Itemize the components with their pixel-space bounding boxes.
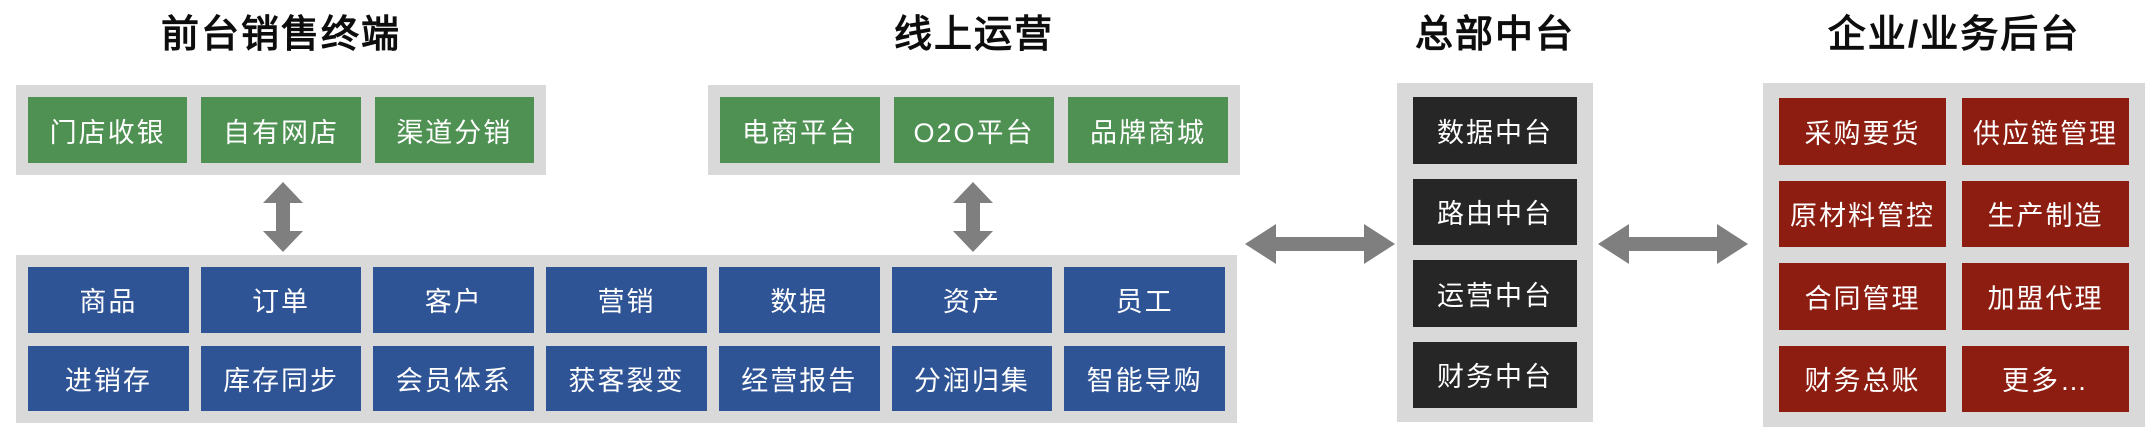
- node-purchasing: 采购要货: [1779, 98, 1946, 165]
- online-panel: 电商平台 O2O平台 品牌商城: [708, 85, 1240, 175]
- midplatform-panel: 数据中台 路由中台 运营中台 财务中台: [1397, 83, 1593, 422]
- node-store-cashier: 门店收银: [28, 97, 188, 163]
- node-manufacturing: 生产制造: [1962, 180, 2129, 247]
- node-stock-sync: 库存同步: [200, 345, 362, 411]
- node-orders: 订单: [200, 267, 362, 333]
- capabilities-panel: 商品 订单 客户 营销 数据 资产 员工 进销存 库存同步 会员体系 获客裂变 …: [16, 255, 1237, 423]
- node-supply-chain: 供应链管理: [1962, 98, 2129, 165]
- node-routing-midplatform: 路由中台: [1413, 178, 1577, 245]
- node-staff: 员工: [1064, 267, 1225, 333]
- node-assets: 资产: [891, 267, 1053, 333]
- node-channel-distribution: 渠道分销: [374, 97, 534, 163]
- double-arrow-icon-midplatform-backend: [1598, 222, 1748, 266]
- section-title-online: 线上运营: [893, 13, 1054, 56]
- node-o2o-platform: O2O平台: [894, 97, 1054, 163]
- node-ecommerce-platform: 电商平台: [720, 97, 880, 163]
- node-contract-management: 合同管理: [1779, 263, 1946, 330]
- node-brand-mall: 品牌商城: [1068, 97, 1228, 163]
- node-own-webshop: 自有网店: [201, 97, 361, 163]
- node-smart-shopping-guide: 智能导购: [1064, 345, 1225, 411]
- node-finance-midplatform: 财务中台: [1413, 341, 1577, 408]
- section-title-backend: 企业/业务后台: [1827, 13, 2081, 56]
- section-title-midplatform: 总部中台: [1414, 13, 1575, 56]
- node-inventory-psi: 进销存: [28, 345, 189, 411]
- frontend-panel: 门店收银 自有网店 渠道分销: [16, 85, 546, 175]
- node-data-midplatform: 数据中台: [1413, 97, 1577, 164]
- node-operations-midplatform: 运营中台: [1413, 260, 1577, 327]
- node-marketing: 营销: [546, 267, 707, 333]
- node-general-ledger: 财务总账: [1779, 345, 1946, 412]
- node-raw-material-control: 原材料管控: [1779, 180, 1946, 247]
- double-arrow-icon-frontend-capabilities: [261, 182, 305, 252]
- node-business-report: 经营报告: [718, 345, 880, 411]
- node-franchise-agency: 加盟代理: [1962, 263, 2129, 330]
- node-more: 更多…: [1962, 345, 2129, 412]
- section-title-frontend: 前台销售终端: [160, 13, 401, 56]
- node-membership-system: 会员体系: [373, 345, 535, 411]
- node-customers: 客户: [373, 267, 535, 333]
- node-profit-sharing: 分润归集: [891, 345, 1053, 411]
- node-customer-acquisition: 获客裂变: [546, 345, 707, 411]
- double-arrow-icon-online-capabilities: [951, 182, 995, 252]
- node-goods: 商品: [28, 267, 189, 333]
- node-data: 数据: [718, 267, 880, 333]
- double-arrow-icon-capabilities-midplatform: [1245, 222, 1395, 266]
- backend-panel: 采购要货 供应链管理 原材料管控 生产制造 合同管理 加盟代理 财务总账 更多…: [1763, 83, 2145, 427]
